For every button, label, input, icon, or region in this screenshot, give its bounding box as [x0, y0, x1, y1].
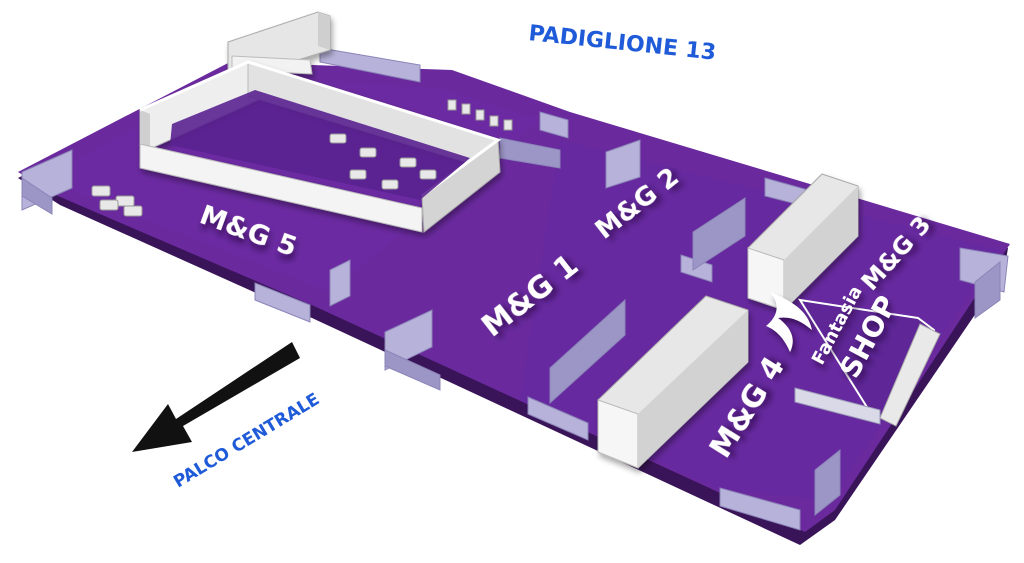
- pavilion-title: PADIGLIONE 13: [527, 21, 717, 66]
- main-stage-arrow-icon: [132, 342, 300, 452]
- room-floor-main: [170, 90, 470, 200]
- room-walls-main: [139, 60, 502, 233]
- seating-row-back: [447, 99, 513, 131]
- shop-enclosure: [794, 298, 941, 427]
- fantasia-swoosh-icon: [766, 292, 812, 352]
- main-stage-label: PALCO CENTRALE: [170, 389, 323, 492]
- seating-area-room: [329, 133, 437, 190]
- seating-area-left: [91, 185, 143, 217]
- booth-panels: [21, 47, 1009, 531]
- booth-mg4-walls: [597, 295, 749, 469]
